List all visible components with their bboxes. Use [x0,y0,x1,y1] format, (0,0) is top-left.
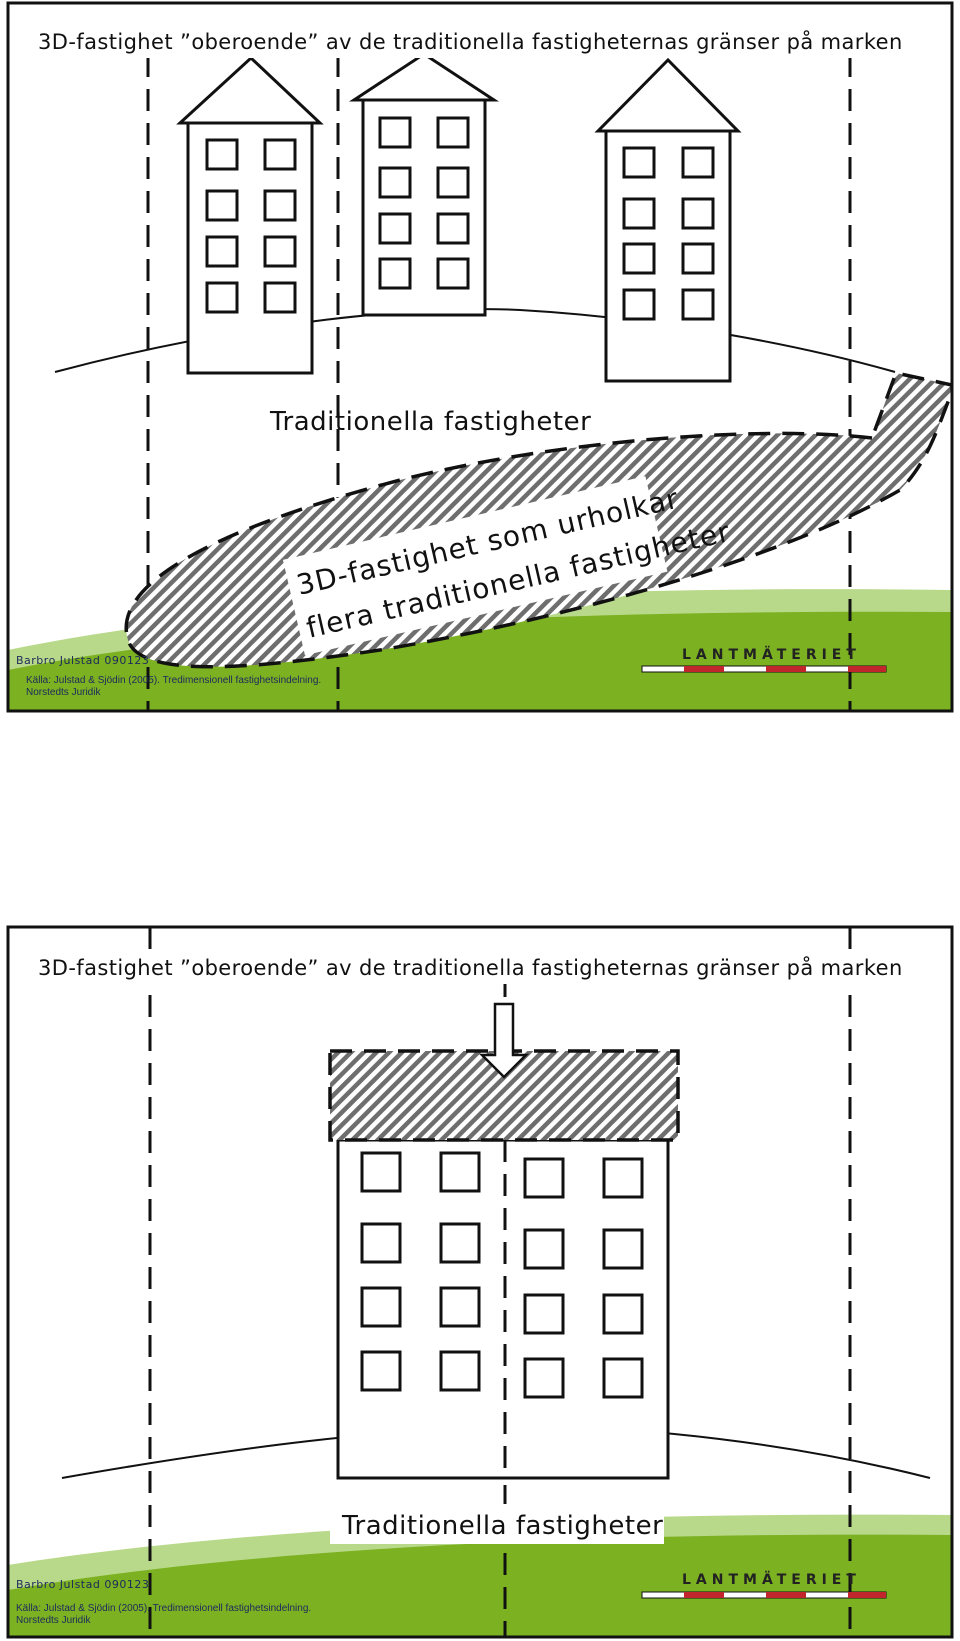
traditional-label: Traditionella fastigheter [269,407,591,437]
building-1 [176,55,324,375]
source-line-1: Källa: Julstad & Sjödin (2005). Tredimen… [26,675,321,686]
slide-1-title: 3D-fastighet ”oberoende” av de tradition… [38,29,903,54]
grass-dark [8,611,952,711]
author-credit: Barbro Julstad 090123 [16,1578,149,1591]
slide-1-frame [6,1,954,713]
building-2 [348,52,500,317]
slide-2-frame [6,925,954,1639]
down-arrow-icon [478,1002,530,1079]
slide-2-title: 3D-fastighet ”oberoende” av de tradition… [38,955,903,980]
source-line-2: Norstedts Juridik [16,1615,91,1626]
source-line-1: Källa: Julstad & Sjödin (2005). Tredimen… [16,1603,311,1614]
grass-dark [8,1534,952,1637]
lantmateriet-logo: LANTMÄTERIET [641,646,887,673]
svg-text:LANTMÄTERIET: LANTMÄTERIET [682,646,861,663]
building-3 [594,57,742,383]
building [336,1138,670,1480]
source-line-2: Norstedts Juridik [26,687,101,698]
slide-2: 3D-fastighet ”oberoende” av de tradition… [6,925,954,1639]
author-credit: Barbro Julstad 090123 [16,654,149,667]
ground-line [54,308,896,373]
svg-text:LANTMÄTERIET: LANTMÄTERIET [682,1571,861,1588]
lantmateriet-logo: LANTMÄTERIET [641,1571,887,1599]
slide-1: 3D-fastighet som urholkar flera traditio… [6,1,954,713]
traditional-label: Traditionella fastigheter [341,1511,663,1541]
